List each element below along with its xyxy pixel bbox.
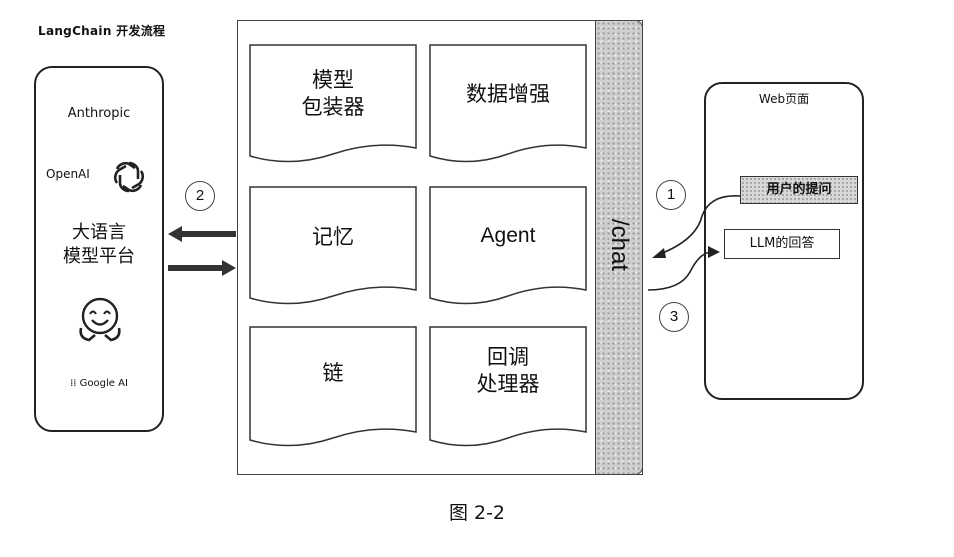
step-1-badge: 1 (656, 180, 686, 210)
component-callback-handler: 回调 处理器 (429, 326, 587, 450)
llm-platform-label-line1: 大语言 (72, 222, 126, 243)
component-agent: Agent (429, 186, 587, 308)
user-question-bubble: 用户的提问 (740, 176, 858, 204)
step-2-badge: 2 (185, 181, 215, 211)
llm-platform-panel: Anthropic OpenAI 大语言 模型平台 ⁞⁞ Google AI (34, 66, 164, 432)
web-page-panel: Web页面 (704, 82, 864, 400)
component-label: 记忆 (312, 225, 354, 249)
component-memory: 记忆 (249, 186, 417, 308)
component-chain: 链 (249, 326, 417, 450)
component-label: 回调 处理器 (476, 345, 540, 396)
component-label: 数据增强 (466, 82, 550, 106)
provider-openai: OpenAI (36, 158, 162, 198)
google-ai-icon: ⁞⁞ (70, 378, 80, 389)
openai-logo-icon (113, 161, 145, 193)
step-3-badge: 3 (659, 302, 689, 332)
llm-platform-label-line2: 模型平台 (63, 246, 135, 267)
provider-google-ai-label: Google AI (79, 378, 128, 389)
chat-endpoint-label: /chat (606, 218, 633, 272)
huggingface-logo-icon (79, 297, 121, 342)
component-label: Agent (480, 224, 536, 247)
chat-endpoint-bar (595, 20, 643, 475)
component-model-wrapper: 模型 包装器 (249, 44, 417, 166)
figure-caption: 图 2-2 (448, 502, 506, 524)
llm-answer-bubble: LLM的回答 (724, 229, 840, 259)
bidirectional-arrows-icon (168, 226, 236, 276)
provider-google-ai: ⁞⁞ Google AI (36, 378, 162, 389)
component-label: 模型 包装器 (301, 68, 365, 119)
provider-openai-label: OpenAI (46, 167, 90, 181)
provider-anthropic: Anthropic (67, 106, 131, 121)
component-data-augmentation: 数据增强 (429, 44, 587, 166)
diagram-title: LangChain 开发流程 (38, 24, 166, 38)
web-page-title: Web页面 (758, 92, 810, 106)
component-label: 链 (322, 361, 344, 385)
